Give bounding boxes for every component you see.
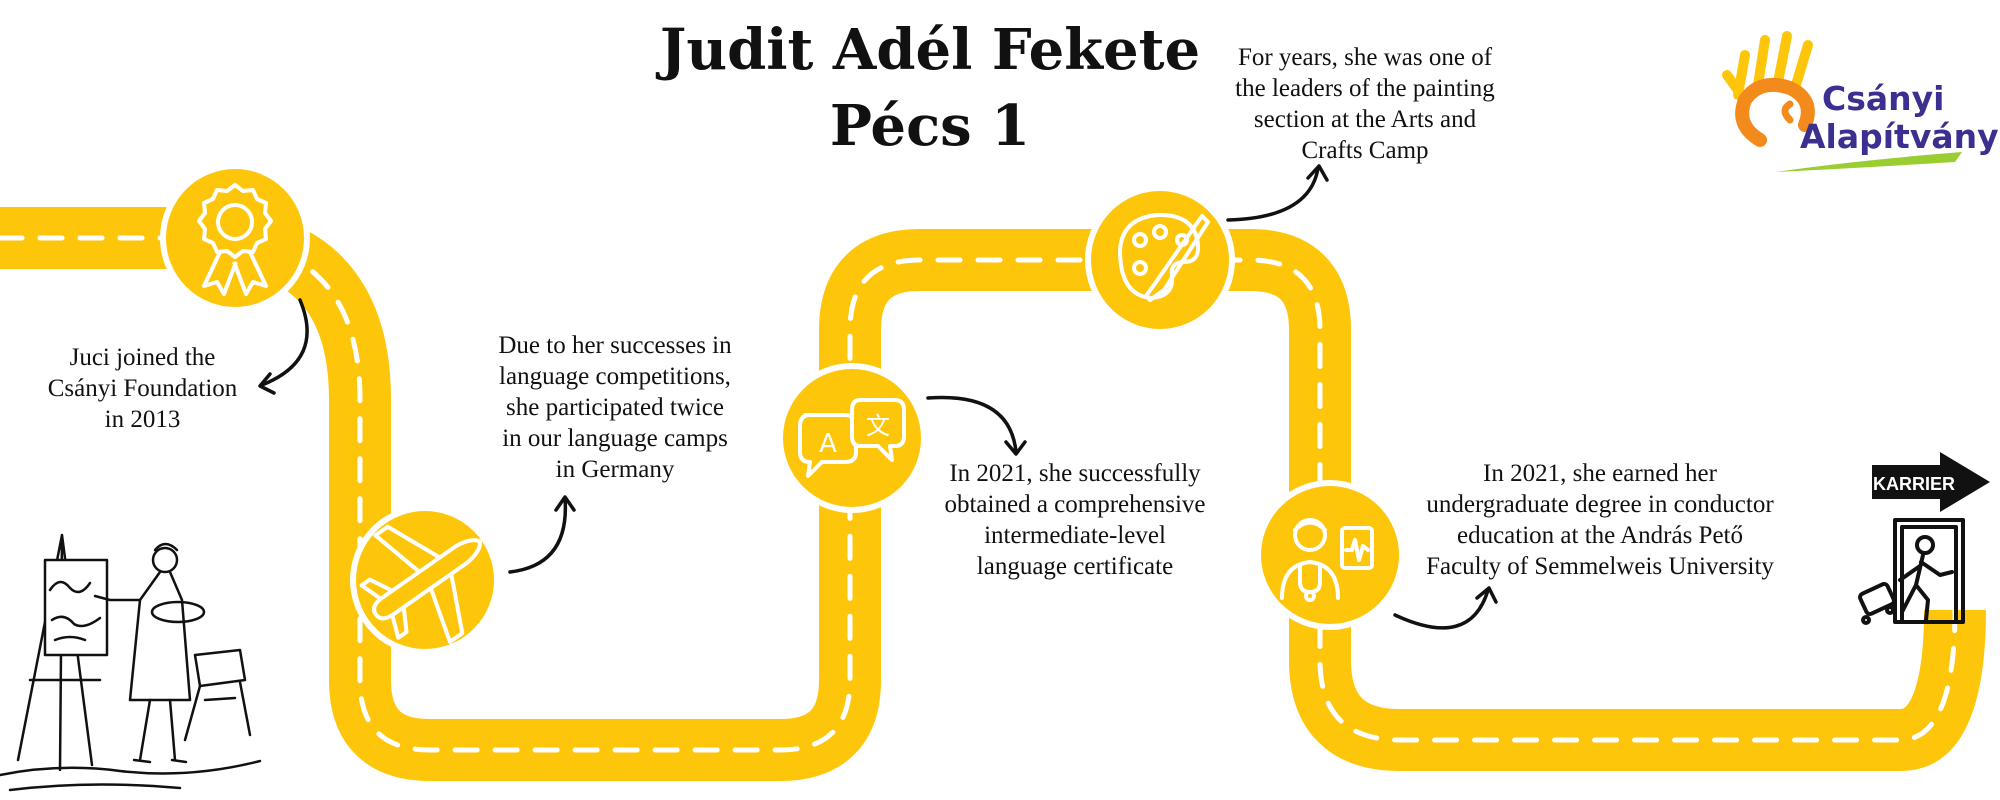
- logo-underline: [1775, 152, 1962, 172]
- airplane-icon: [359, 524, 482, 644]
- arrow-4: [1226, 164, 1329, 222]
- milestone-5-text: In 2021, she earned her undergraduate de…: [1426, 460, 1774, 580]
- karrier-arrow-sign: [1872, 452, 1990, 512]
- translate-icon: A 文: [798, 398, 906, 478]
- milestone-3: A 文: [777, 363, 927, 513]
- milestone-1-text: Juci joined the Csányi Foundation in 201…: [47, 344, 238, 433]
- milestone-3-text: In 2021, she successfully obtained a com…: [944, 460, 1206, 580]
- karrier-exit: KARRIER: [1858, 452, 1990, 625]
- painter-at-easel-icon: [0, 533, 262, 792]
- title-name: Judit Adél Fekete: [659, 17, 1201, 83]
- milestone-4: [1085, 185, 1235, 335]
- milestone-5: [1255, 480, 1405, 630]
- logo-line-1: Csányi: [1822, 79, 1944, 118]
- arrow-2: [508, 495, 576, 574]
- translate-letter-b: 文: [866, 412, 890, 440]
- karrier-label: KARRIER: [1873, 474, 1955, 494]
- arrow-1: [258, 298, 309, 395]
- milestone-1: [160, 163, 310, 313]
- logo-line-2: Alapítvány: [1800, 117, 1999, 156]
- road-center-dashes: [0, 235, 1958, 753]
- award-ribbon-icon: [197, 183, 273, 296]
- doctor-icon: [1280, 518, 1374, 602]
- arrow-3: [926, 395, 1027, 456]
- exit-door-icon: [1858, 518, 1965, 625]
- milestone-2-text: Due to her successes in language competi…: [498, 332, 732, 483]
- page-title: Judit Adél Fekete Pécs 1: [650, 12, 1210, 164]
- csanyi-logo: Csányi Alapítvány: [1722, 31, 1999, 172]
- milestone-4-text: For years, she was one of the leaders of…: [1235, 44, 1495, 164]
- arrow-5: [1393, 586, 1498, 630]
- milestone-2: [350, 505, 500, 655]
- title-location: Pécs 1: [829, 93, 1031, 159]
- palette-icon: [1118, 212, 1210, 302]
- translate-letter-a: A: [819, 429, 837, 459]
- sun-hand-icon: [1722, 31, 1815, 147]
